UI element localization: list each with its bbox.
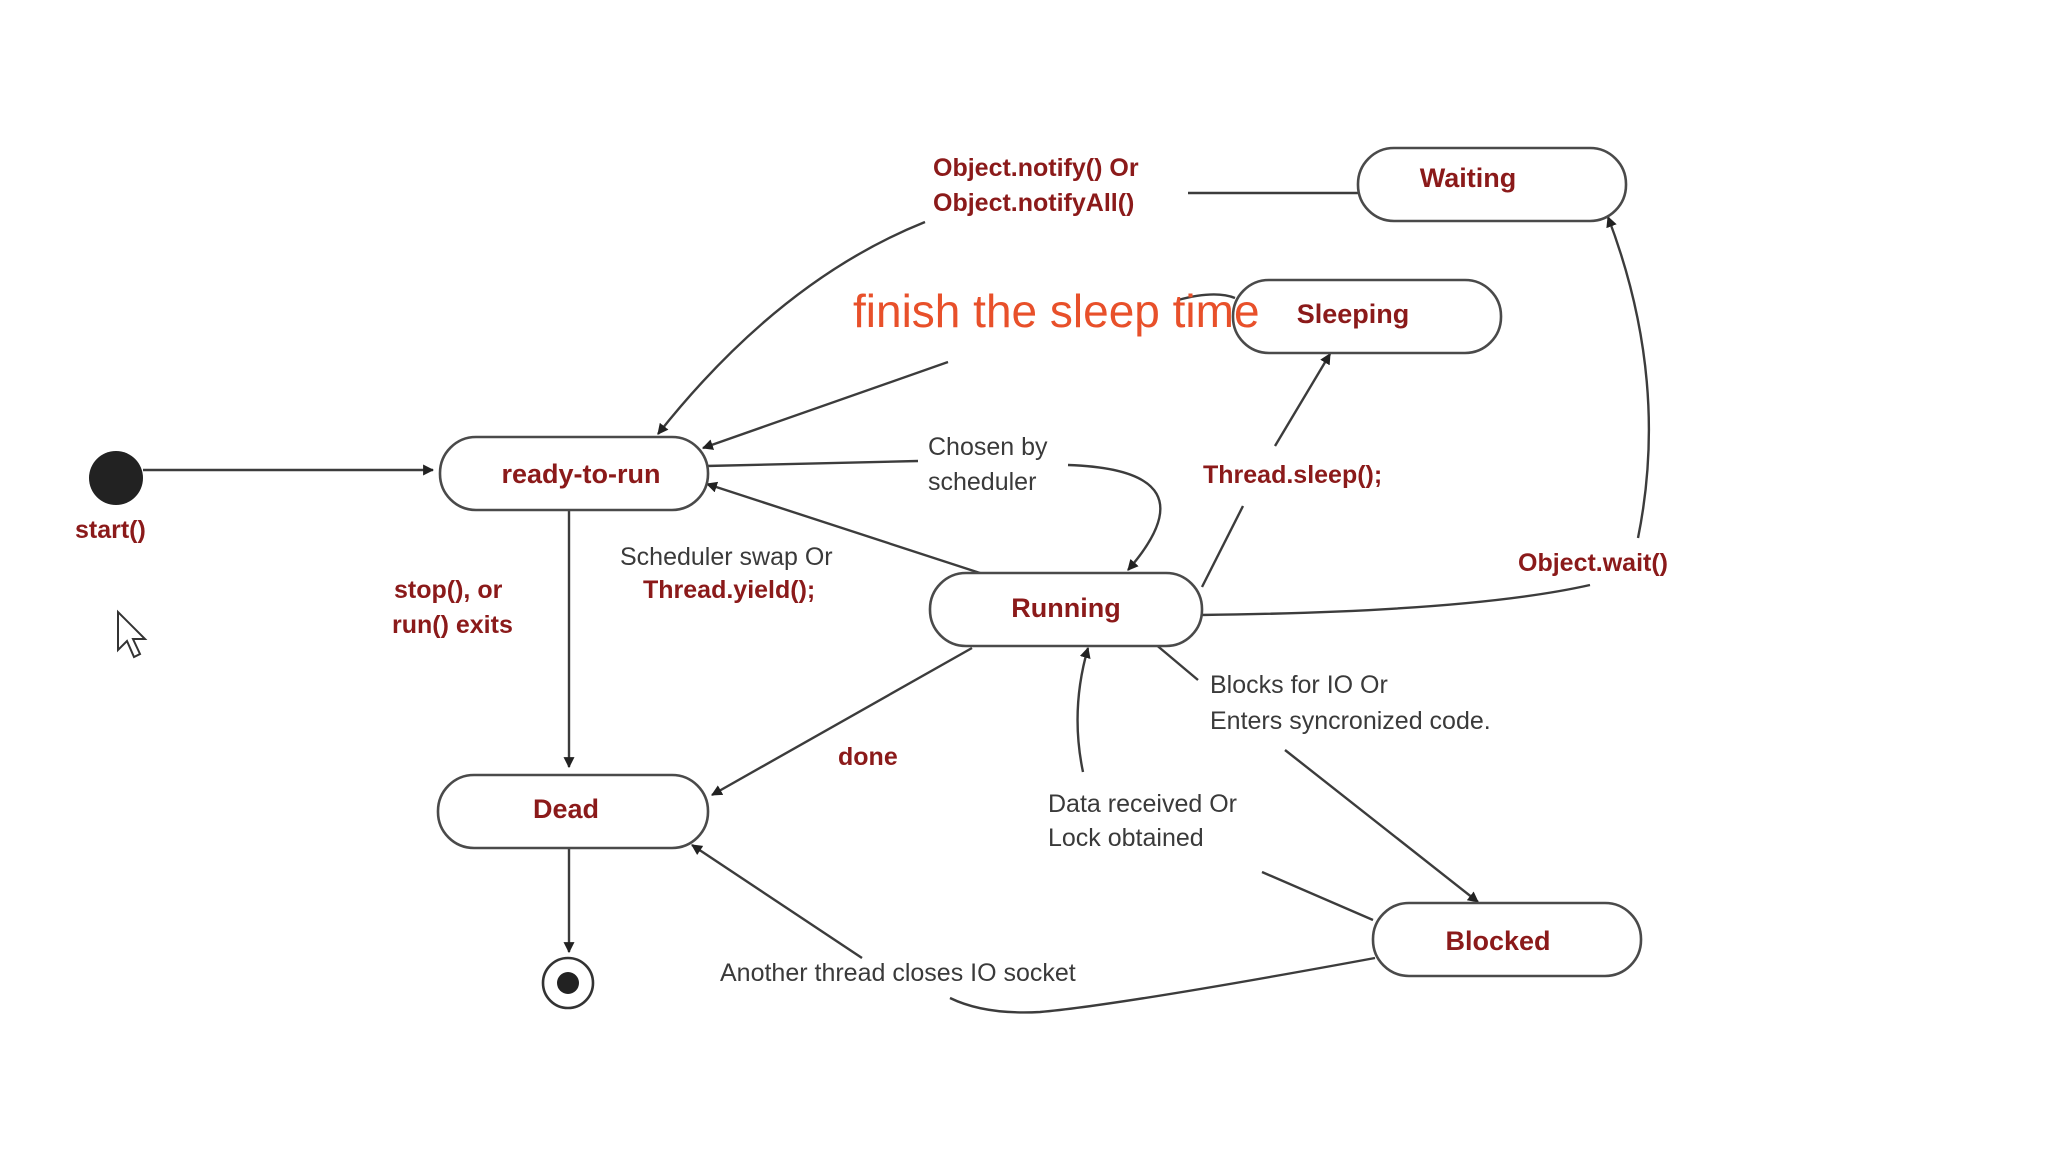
label-another-thread: Another thread closes IO socket [720,959,1076,987]
label-stop-line2: run() exits [392,611,513,639]
edge-sleeping-to-ready [701,360,949,450]
edge-wait-label-to-waiting [1606,215,1651,539]
label-sleep-call: Thread.sleep(); [1203,461,1382,489]
label-swap-line1: Scheduler swap Or [620,543,833,571]
state-dead: Dead [436,773,710,850]
state-label-ready: ready-to-run [501,459,660,489]
state-ready: ready-to-run [438,435,710,512]
state-label-running: Running [1011,593,1120,623]
edge-blocked-to-socket-label [949,956,1376,1014]
mouse-cursor-icon [117,609,148,659]
state-label-dead: Dead [533,794,599,824]
label-blocks-line1: Blocks for IO Or [1210,671,1388,699]
edge-blocked-to-data-label [1261,870,1374,922]
edge-data-label-to-running [1076,646,1091,773]
state-blocked: Blocked [1371,901,1643,978]
edge-blocks-label-to-blocked [1284,749,1479,903]
edge-ready-to-running [705,459,919,468]
edge-running-to-wait-label [1199,583,1591,617]
annotation-finish-sleep: finish the sleep time [853,285,1260,337]
label-chosen-line2: scheduler [928,468,1036,496]
label-chosen-line1: Chosen by [928,433,1048,461]
edge-sleeping-top [1177,293,1236,302]
transition-edges [143,191,1651,1014]
label-done: done [838,743,898,771]
edge-socket-label-to-dead [691,844,863,959]
label-stop-line1: stop(), or [394,576,503,604]
initial-node [89,451,143,505]
state-label-sleeping: Sleeping [1297,299,1410,329]
edge-notify-to-ready [657,220,926,435]
state-running: Running [928,571,1204,648]
label-data-line1: Data received Or [1048,790,1237,818]
state-label-waiting: Waiting [1420,163,1516,193]
label-blocks-line2: Enters syncronized code. [1210,707,1491,735]
state-sleeping: Sleeping [1231,278,1503,355]
edge-running-to-dead [711,646,973,797]
edge-running-to-sleep-a [1200,505,1245,588]
label-start: start() [75,516,146,544]
final-node [541,956,595,1010]
label-swap-line2: Thread.yield(); [643,576,815,604]
edge-running-to-ready [705,481,981,575]
label-notify-line2: Object.notifyAll() [933,189,1134,217]
state-label-blocked: Blocked [1445,926,1550,956]
label-notify-line1: Object.notify() Or [933,154,1139,182]
edge-running-to-blocks-label [1153,642,1199,681]
edge-running-to-sleeping [1273,353,1332,447]
edge-chosen-to-running [1067,463,1162,571]
label-data-line2: Lock obtained [1048,824,1204,852]
label-wait-call: Object.wait() [1518,549,1668,577]
state-waiting: Waiting [1356,146,1628,223]
